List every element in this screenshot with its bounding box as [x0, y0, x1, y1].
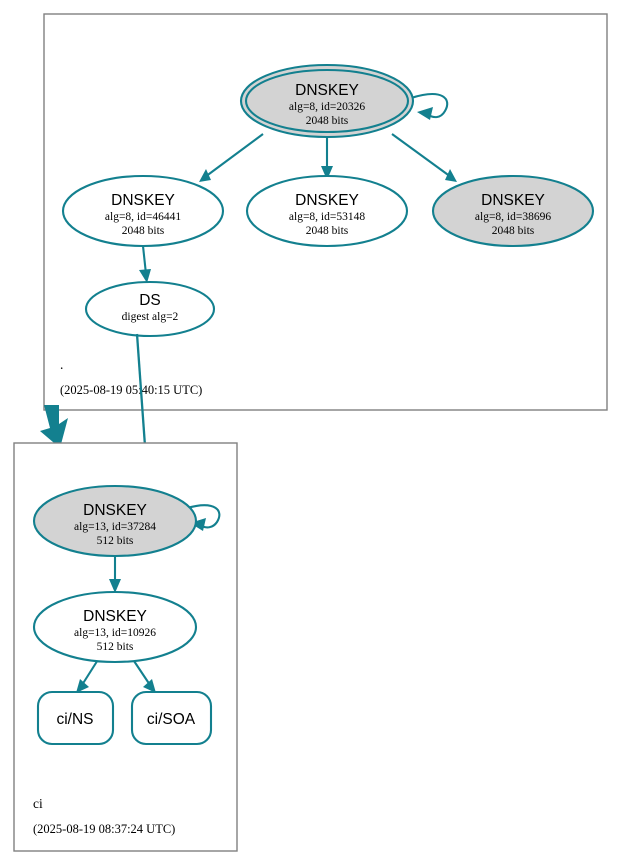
node-ci-zsk-line2: alg=13, id=10926: [74, 627, 156, 639]
node-root-zsk-38696[interactable]: DNSKEY alg=8, id=38696 2048 bits: [431, 174, 595, 248]
zone-cluster-ci: DNSKEY alg=13, id=37284 512 bits DNSKEY …: [13, 442, 238, 852]
edge-root-zsk-46441-to-ds: [139, 245, 151, 283]
node-root-zsk-53148-line3: 2048 bits: [306, 225, 349, 237]
zone-timestamp-ci: (2025-08-19 08:37:24 UTC): [33, 822, 175, 836]
node-ci-zsk-title: DNSKEY: [83, 608, 147, 625]
node-root-ksk-title: DNSKEY: [295, 82, 359, 99]
node-root-zsk-46441-line2: alg=8, id=46441: [105, 211, 181, 223]
node-ci-ksk-title: DNSKEY: [83, 502, 147, 519]
node-root-zsk-38696-line2: alg=8, id=38696: [475, 211, 551, 223]
node-ci-ksk[interactable]: DNSKEY alg=13, id=37284 512 bits: [32, 484, 198, 558]
node-root-ds[interactable]: DS digest alg=2: [84, 280, 216, 338]
node-root-zsk-46441-title: DNSKEY: [111, 192, 175, 209]
node-root-zsk-38696-line3: 2048 bits: [492, 225, 535, 237]
node-ci-zsk-line3: 512 bits: [97, 641, 134, 653]
node-ci-soa-title: ci/SOA: [147, 711, 196, 728]
node-root-zsk-53148-line2: alg=8, id=53148: [289, 211, 365, 223]
zone-label-root: .: [60, 357, 63, 372]
delegation-marker-icon: [40, 405, 68, 448]
edge-ci-ksk-to-ci-zsk: [109, 554, 121, 593]
node-root-ksk-line3: 2048 bits: [306, 115, 349, 127]
edge-root-ksk-to-zsk-46441: [199, 133, 264, 182]
node-root-ksk[interactable]: DNSKEY alg=8, id=20326 2048 bits: [239, 63, 415, 139]
node-root-zsk-46441-line3: 2048 bits: [122, 225, 165, 237]
node-root-zsk-46441[interactable]: DNSKEY alg=8, id=46441 2048 bits: [61, 174, 225, 248]
node-ci-zsk[interactable]: DNSKEY alg=13, id=10926 512 bits: [32, 590, 198, 664]
edge-root-ksk-to-zsk-38696: [391, 133, 457, 182]
node-root-ds-line2: digest alg=2: [122, 311, 179, 323]
zone-label-ci: ci: [33, 796, 43, 811]
node-ci-ns[interactable]: ci/NS: [36, 690, 115, 746]
node-root-zsk-38696-title: DNSKEY: [481, 192, 545, 209]
node-root-zsk-53148[interactable]: DNSKEY alg=8, id=53148 2048 bits: [245, 174, 409, 248]
node-ci-soa[interactable]: ci/SOA: [130, 690, 213, 746]
zone-cluster-root: DNSKEY alg=8, id=20326 2048 bits DNSKEY …: [43, 13, 608, 411]
edge-root-ksk-self-sign: [410, 93, 449, 120]
node-ci-ns-title: ci/NS: [56, 711, 93, 728]
node-ci-ksk-line3: 512 bits: [97, 535, 134, 547]
node-root-ds-title: DS: [139, 292, 161, 309]
node-root-ksk-line2: alg=8, id=20326: [289, 101, 365, 113]
edge-root-ksk-to-zsk-53148: [321, 136, 333, 180]
edge-ci-ksk-self-sign: [186, 504, 221, 531]
node-ci-ksk-line2: alg=13, id=37284: [74, 521, 156, 533]
node-root-zsk-53148-title: DNSKEY: [295, 192, 359, 209]
zone-timestamp-root: (2025-08-19 05:40:15 UTC): [60, 383, 202, 397]
